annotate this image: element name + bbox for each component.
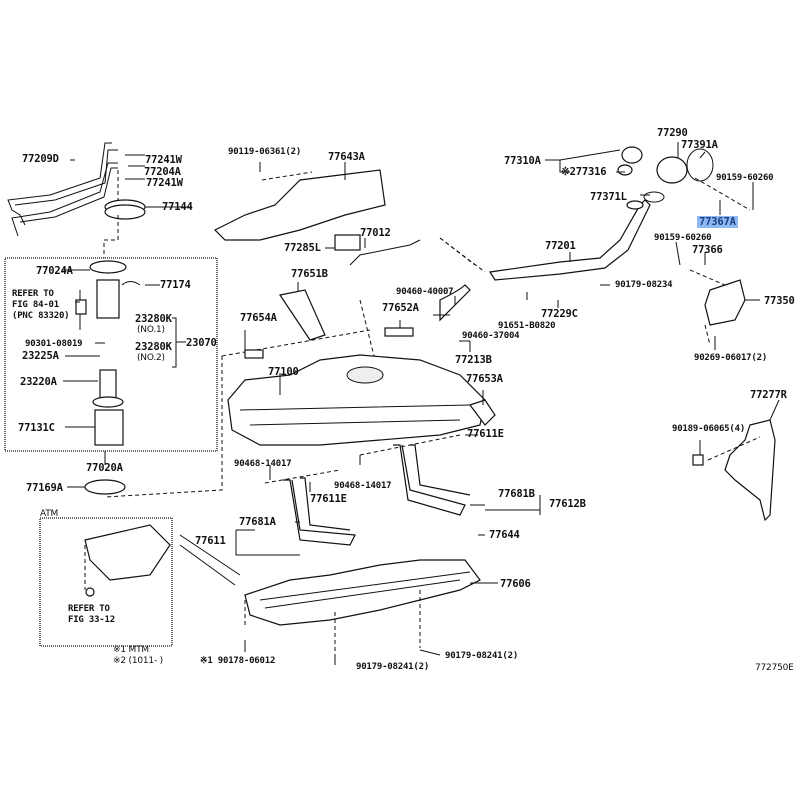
part-label-90178-06012[interactable]: ※1 90178-06012	[200, 656, 276, 666]
reference-note: (PNC 83320)	[12, 311, 70, 321]
part-label-90159-60260[interactable]: 90159-60260	[716, 173, 774, 183]
atm-protector-drawing	[84, 524, 171, 581]
part-label-90119-06361[interactable]: 90119-06361(2)	[228, 147, 302, 157]
part-label-90179-08241[interactable]: 90179-08241(2)	[445, 651, 519, 661]
part-label-77020A[interactable]: 77020A	[86, 462, 123, 474]
fuel-lid-drawing	[689, 269, 746, 346]
part-label-77612B[interactable]: 77612B	[549, 498, 586, 510]
bracket-drawing	[213, 169, 386, 241]
part-label-77201[interactable]: 77201	[545, 240, 576, 252]
part-label-77241W[interactable]: 77241W	[145, 154, 182, 166]
tank-band-b-drawing	[393, 444, 471, 516]
part-label-77209D[interactable]: 77209D	[22, 153, 59, 165]
part-label-91651-B0820[interactable]: 91651-B0820	[498, 321, 556, 331]
part-label-77611[interactable]: 77611	[195, 535, 226, 547]
reference-note: REFER TO	[68, 604, 110, 614]
part-label-77644[interactable]: 77644	[489, 529, 520, 541]
part-label-77024A[interactable]: 77024A	[36, 265, 73, 277]
part-label-77290[interactable]: 77290	[657, 127, 688, 139]
part-label-77285L[interactable]: 77285L	[284, 242, 321, 254]
part-label-77654A[interactable]: 77654A	[240, 312, 277, 324]
fuel-inlet-protector-drawing	[692, 419, 776, 522]
tube-77012-drawing	[349, 239, 421, 266]
part-label-77012[interactable]: 77012	[360, 227, 391, 239]
part-label-90269-06017[interactable]: 90269-06017(2)	[694, 353, 768, 363]
fuel-pump-assembly-box	[4, 257, 218, 452]
part-label-23070[interactable]: 23070	[186, 337, 217, 349]
part-label-77229C[interactable]: 77229C	[541, 308, 578, 320]
arrow-drawing	[179, 534, 241, 586]
leader-lines	[62, 142, 780, 665]
figure-code: 772750E	[755, 663, 794, 673]
part-label-90468-14017[interactable]: 90468-14017	[234, 459, 292, 469]
pad-77651B-drawing	[279, 289, 326, 341]
pad-77654A-drawing	[244, 349, 264, 359]
part-label-90460-37004[interactable]: 90460-37004	[462, 331, 520, 341]
part-label-90301-08019[interactable]: 90301-08019	[25, 339, 83, 349]
part-label-77241W[interactable]: 77241W	[146, 177, 183, 189]
fuel-tank-drawing	[227, 354, 486, 446]
part-label-77367A-highlighted[interactable]: 77367A	[697, 216, 738, 228]
part-label-77131C[interactable]: 77131C	[18, 422, 55, 434]
clamp-drawing	[334, 234, 361, 251]
part-label-77310A[interactable]: 77310A	[504, 155, 541, 167]
part-label-23220A[interactable]: 23220A	[20, 376, 57, 388]
part-label-77606[interactable]: 77606	[500, 578, 531, 590]
part-qualifier: (NO.2)	[137, 353, 165, 363]
fuel-tube-drawing	[7, 142, 118, 237]
part-label-23280K[interactable]: 23280K	[135, 313, 172, 325]
atm-inset-box	[39, 517, 173, 647]
footnote-2: ※2 (1011- )	[113, 656, 163, 666]
tank-protector-drawing	[244, 559, 481, 626]
part-label-90189-06065[interactable]: 90189-06065(4)	[672, 424, 746, 434]
lock-ring-drawing	[103, 170, 146, 258]
part-label-77100[interactable]: 77100	[268, 366, 299, 378]
part-label-90179-08234[interactable]: 90179-08234	[615, 280, 673, 290]
atm-inset-label: ATM	[40, 509, 59, 519]
fuel-cap-drawing	[617, 146, 714, 203]
part-label-90179-08241[interactable]: 90179-08241(2)	[356, 662, 430, 672]
reference-note: REFER TO	[12, 289, 54, 299]
reference-note: FIG 84-01	[12, 300, 59, 310]
part-label-77144[interactable]: 77144	[162, 201, 193, 213]
reference-note: FIG 33-12	[68, 615, 115, 625]
part-qualifier: (NO.1)	[137, 325, 165, 335]
part-label-77371L[interactable]: 77371L	[590, 191, 627, 203]
leader-dashed	[104, 356, 223, 498]
part-label-77316[interactable]: ※277316	[561, 166, 607, 178]
gasket-drawing	[84, 479, 126, 495]
part-label-23225A[interactable]: 23225A	[22, 350, 59, 362]
part-label-77277R[interactable]: 77277R	[750, 389, 787, 401]
part-label-77643A[interactable]: 77643A	[328, 151, 365, 163]
part-label-77204A[interactable]: 77204A	[144, 166, 181, 178]
part-label-90468-14017[interactable]: 90468-14017	[334, 481, 392, 491]
fuel-pump-drawing	[75, 260, 141, 446]
part-label-23280K[interactable]: 23280K	[135, 341, 172, 353]
filler-pipe-drawing	[489, 199, 651, 281]
part-label-77681A[interactable]: 77681A	[239, 516, 276, 528]
part-label-77213B[interactable]: 77213B	[455, 354, 492, 366]
part-label-77611E[interactable]: 77611E	[310, 493, 347, 505]
part-label-77391A[interactable]: 77391A	[681, 139, 718, 151]
part-label-77652A[interactable]: 77652A	[382, 302, 419, 314]
part-label-77350[interactable]: 77350	[764, 295, 795, 307]
part-label-77611E[interactable]: 77611E	[467, 428, 504, 440]
footnote-1: ※1 MTM	[113, 645, 149, 655]
part-label-77681B[interactable]: 77681B	[498, 488, 535, 500]
pad-77653A-drawing	[469, 399, 496, 426]
part-label-77651B[interactable]: 77651B	[291, 268, 328, 280]
part-label-90460-40007[interactable]: 90460-40007	[396, 287, 454, 297]
part-label-77174[interactable]: 77174	[160, 279, 191, 291]
part-label-77366[interactable]: 77366	[692, 244, 723, 256]
part-label-77653A[interactable]: 77653A	[466, 373, 503, 385]
part-label-77169A[interactable]: 77169A	[26, 482, 63, 494]
pad-77652A-drawing	[384, 327, 414, 337]
part-label-90159-60260[interactable]: 90159-60260	[654, 233, 712, 243]
tank-band-a-drawing	[283, 477, 356, 546]
